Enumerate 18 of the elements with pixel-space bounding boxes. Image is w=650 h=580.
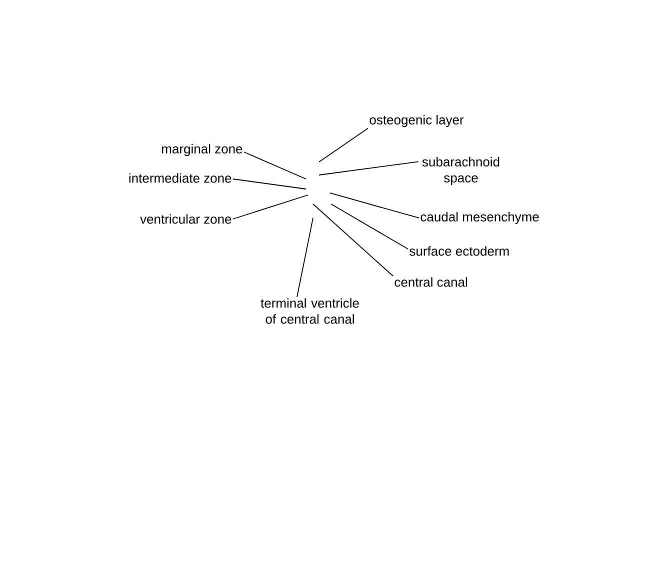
structure-label: central canal xyxy=(394,277,468,287)
structure-label: subarachnoid space xyxy=(422,156,500,186)
structure-label: caudal mesenchyme xyxy=(420,212,539,224)
structure-label: terminal ventricle of central canal xyxy=(260,298,359,324)
leader-line xyxy=(312,204,394,276)
leader-line xyxy=(318,128,368,162)
structure-label: intermediate zone xyxy=(129,173,232,183)
structure-label: surface ectoderm xyxy=(410,246,509,256)
leader-line xyxy=(232,194,308,220)
leader-line xyxy=(244,152,306,180)
leader-line xyxy=(232,178,306,190)
structure-label: osteogenic layer xyxy=(370,114,464,128)
structure-label: marginal zone xyxy=(162,144,242,156)
leader-line xyxy=(296,218,314,298)
leader-line xyxy=(318,161,419,176)
structure-label: ventricular zone xyxy=(140,214,232,224)
leader-line xyxy=(330,204,408,250)
leader-line xyxy=(330,192,420,218)
